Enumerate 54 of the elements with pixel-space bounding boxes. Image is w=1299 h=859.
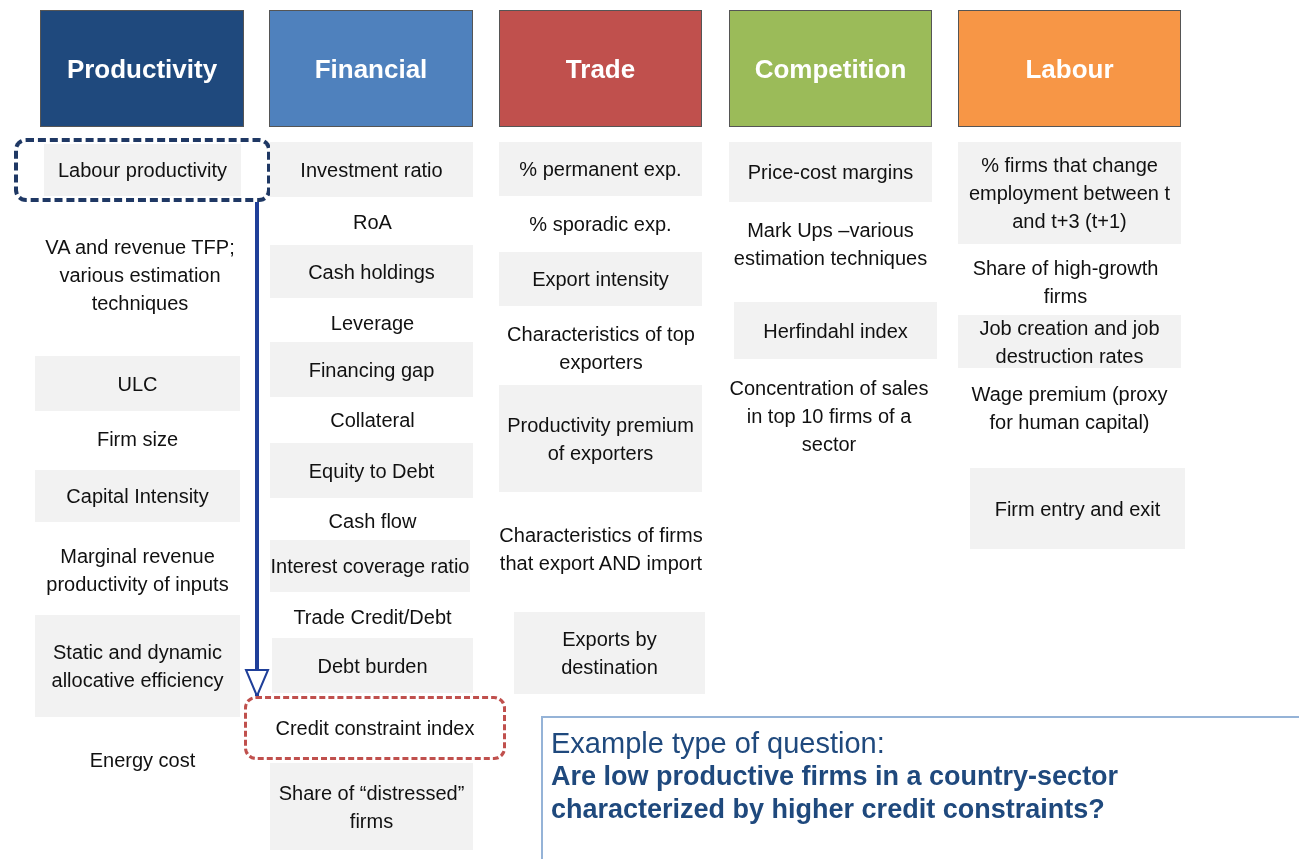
metric-text: Investment ratio: [300, 157, 443, 183]
metric-text: Share of “distressed” firms: [277, 780, 466, 834]
metric-text: Equity to Debt: [308, 458, 435, 484]
question-heading: Example type of question:: [551, 726, 885, 760]
metric-label: Collateral: [330, 408, 415, 433]
metric-text: Interest coverage ratio: [270, 554, 470, 579]
metric-box: [270, 142, 473, 197]
header-text: Competition: [754, 54, 907, 83]
metric-text: % permanent exp.: [519, 157, 682, 182]
metric-label: Firm size: [96, 427, 179, 452]
metric-label: Leverage: [330, 311, 415, 336]
category-header: [499, 10, 702, 127]
metric-label: RoA: [353, 210, 392, 235]
category-header: [729, 10, 932, 127]
metric-text: Financing gap: [308, 357, 435, 383]
header-text: Productivity: [66, 54, 218, 83]
metric-text: ULC: [117, 371, 158, 397]
metric-text: Herfindahl index: [763, 318, 908, 344]
header-text: Financial: [314, 54, 428, 83]
metric-text: Job creation and job destruction rates: [978, 315, 1161, 369]
question-text: Are low productive firms in a country-sector characterized by higher credit constraints?: [551, 760, 1120, 826]
metric-text: Price-cost margins: [747, 160, 914, 185]
metric-text: Exports by destination: [560, 627, 659, 680]
metric-text: Labour productivity: [58, 158, 227, 183]
category-header: [958, 10, 1181, 127]
metric-label: Characteristics of firms that export AND import: [498, 523, 704, 576]
metric-text: Export intensity: [532, 267, 669, 292]
metric-label: Share of high-growth firms: [971, 256, 1160, 309]
arrow: [245, 202, 269, 697]
metric-label: % sporadic exp.: [529, 212, 672, 237]
header-text: Trade: [565, 54, 636, 83]
category-header: [40, 10, 244, 127]
highlighted-metric-box: [14, 138, 271, 202]
metric-label: Trade Credit/Debt: [293, 605, 452, 630]
metric-label: Wage premium (proxy for human capital): [970, 382, 1169, 435]
header-text: Labour: [1025, 54, 1114, 83]
metric-text: Capital Intensity: [66, 484, 209, 509]
metric-label: Energy cost: [89, 748, 196, 773]
metric-label: Marginal revenue productivity of inputs: [45, 544, 230, 597]
metric-text: Debt burden: [317, 653, 428, 679]
metric-label: VA and revenue TFP; various estimation techniques: [44, 235, 236, 316]
metric-label: Concentration of sales in top 10 firms of a sector: [728, 376, 930, 457]
metric-text: Productivity premium of exporters: [506, 412, 695, 466]
metric-text: % firms that change employment between t and t+3 (t+1): [967, 153, 1172, 234]
metric-text: Cash holdings: [308, 259, 435, 285]
metric-label: Characteristics of top exporters: [506, 322, 696, 375]
metric-label: Mark Ups –various estimation techniques: [732, 218, 929, 271]
metric-text: Static and dynamic allocative efficiency: [50, 640, 225, 693]
metric-text: Firm entry and exit: [994, 496, 1161, 522]
category-header: [269, 10, 473, 127]
metric-text: Credit constraint index: [275, 716, 475, 741]
highlighted-metric-box: [244, 696, 506, 760]
metric-label: Cash flow: [328, 509, 417, 534]
question-box: [541, 716, 1299, 859]
